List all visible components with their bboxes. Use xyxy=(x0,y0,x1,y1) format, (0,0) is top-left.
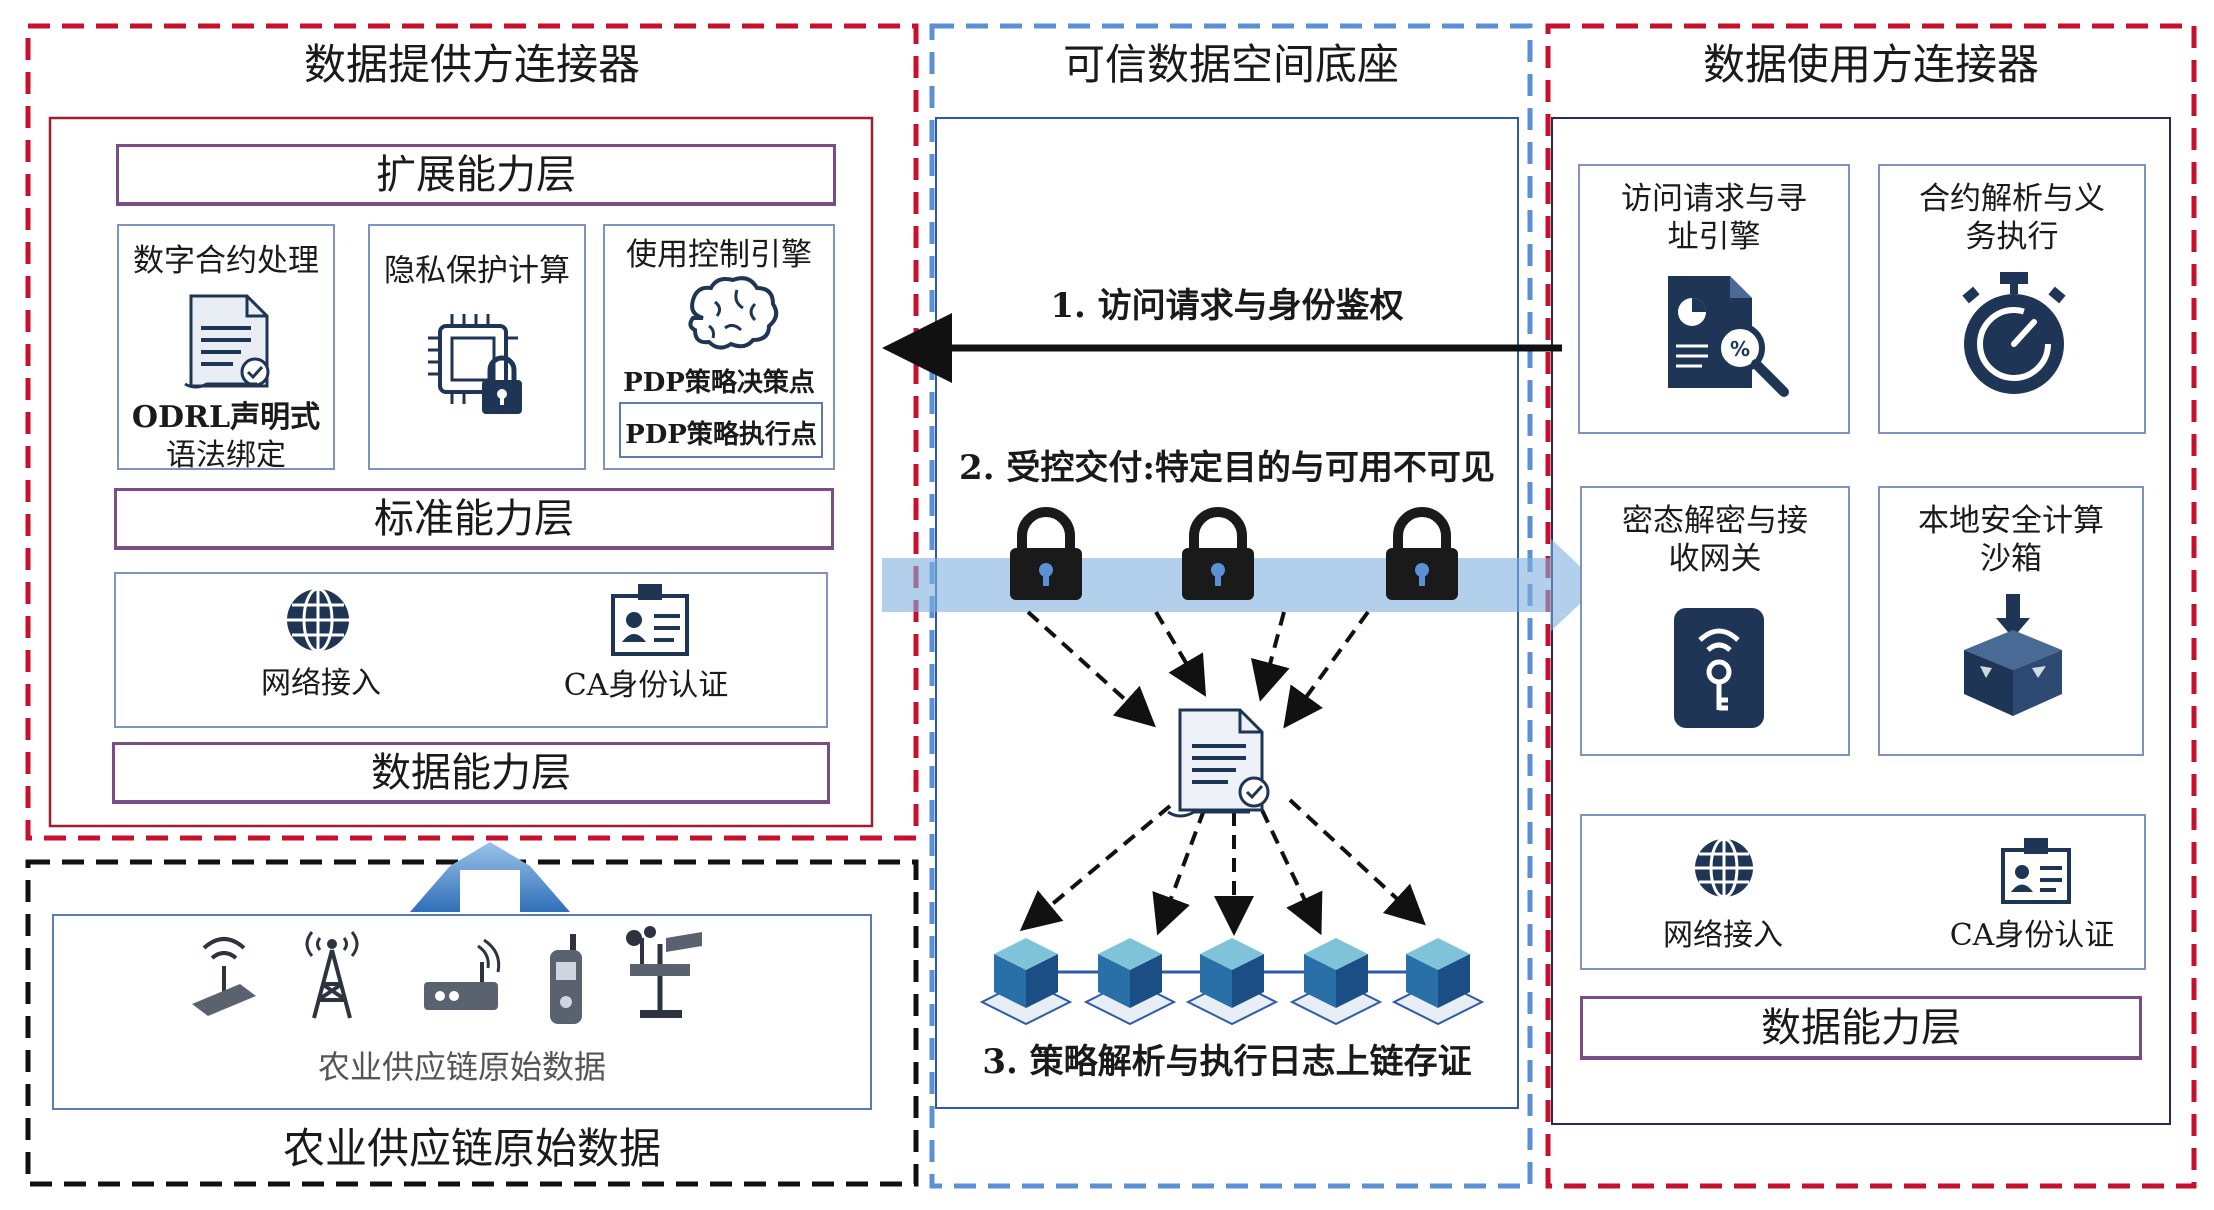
pep-subbox: PDP策略执行点 xyxy=(619,402,823,458)
card-title-2: 址引擎 xyxy=(1667,219,1761,255)
extension-layer-label: 扩展能力层 xyxy=(376,152,576,198)
center-inner-frame xyxy=(935,117,1519,1109)
chip-lock-icon xyxy=(428,314,522,414)
local-sandbox-card[interactable]: 本地安全计算 沙箱 xyxy=(1878,486,2144,756)
contract-document-icon xyxy=(184,294,270,389)
consumer-data-layer-label: 数据能力层 xyxy=(1761,1005,1961,1051)
id-badge-icon[interactable] xyxy=(2000,836,2072,904)
access-request-engine-card[interactable]: 访问请求与寻 址引擎 % xyxy=(1578,164,1850,434)
step1-label: 1. 访问请求与身份鉴权 xyxy=(1050,286,1404,326)
card-title: 本地安全计算 xyxy=(1918,503,2104,539)
card-title: 密态解密与接 xyxy=(1622,503,1808,539)
pdp-enforcement-label: PDP策略执行点 xyxy=(625,420,817,450)
odrl-caption: ODRL声明式 xyxy=(131,400,321,435)
network-access-label: 网络接入 xyxy=(1663,918,1783,953)
globe-icon[interactable] xyxy=(284,586,352,654)
globe-icon[interactable] xyxy=(1692,836,1756,900)
blockchain-block-icon xyxy=(979,938,1073,1026)
wireless-key-icon xyxy=(1674,608,1764,728)
document-to-blocks-arrows xyxy=(1019,798,1426,936)
contract-execution-card[interactable]: 合约解析与义 务执行 xyxy=(1878,164,2146,434)
policy-document-icon xyxy=(1167,708,1270,818)
odrl-caption-2: 语法绑定 xyxy=(166,438,286,473)
provider-title: 数据提供方连接器 xyxy=(303,40,640,89)
contract-processing-card[interactable]: 数字合约处理 ODRL声明式 语法绑定 xyxy=(117,224,335,473)
lock-icon-2 xyxy=(1182,507,1254,600)
network-access-label: 网络接入 xyxy=(261,666,381,701)
wifi-router-icon xyxy=(192,937,256,1016)
step3-label: 3. 策略解析与执行日志上链存证 xyxy=(982,1042,1472,1082)
lock-icon-3 xyxy=(1386,507,1458,600)
raw-data-box: 农业供应链原始数据 xyxy=(52,914,872,1110)
stopwatch-icon xyxy=(1962,272,2066,394)
brain-icon xyxy=(688,276,779,350)
svg-text:%: % xyxy=(1730,337,1750,361)
consumer-standard-box: 网络接入 CA身份认证 xyxy=(1580,814,2146,970)
sandbox-box-icon xyxy=(1964,594,2062,716)
provider-data-layer-bar: 数据能力层 xyxy=(112,742,830,804)
raw-data-title: 农业供应链原始数据 xyxy=(282,1124,661,1173)
provider-standard-box: 网络接入 CA身份认证 xyxy=(114,572,828,728)
consumer-data-layer-bar: 数据能力层 xyxy=(1580,996,2142,1060)
card-title: 访问请求与寻 xyxy=(1621,181,1807,217)
locks-to-document-arrows xyxy=(1026,610,1370,729)
card-title: 使用控制引擎 xyxy=(626,237,812,273)
consumer-title: 数据使用方连接器 xyxy=(1702,40,2039,89)
blockchain-block-icon xyxy=(1083,938,1177,1026)
weather-station-icon xyxy=(626,926,702,1018)
ca-auth-label: CA身份认证 xyxy=(1949,918,2115,953)
blockchain-block-icon xyxy=(1289,938,1383,1026)
decryption-gateway-card[interactable]: 密态解密与接 收网关 xyxy=(1580,486,1850,756)
card-title-2: 收网关 xyxy=(1668,541,1762,577)
handheld-radio-icon xyxy=(550,934,582,1024)
card-title-2: 沙箱 xyxy=(1980,541,2042,577)
card-title: 合约解析与义 xyxy=(1919,181,2105,217)
id-badge-icon[interactable] xyxy=(610,580,690,660)
provider-frame xyxy=(25,23,919,841)
standard-layer-label: 标准能力层 xyxy=(374,496,574,542)
provider-inner-frame xyxy=(48,116,874,828)
upload-arrow xyxy=(410,842,570,912)
signal-tower-icon xyxy=(305,931,359,1019)
card-title-2: 务执行 xyxy=(1965,219,2059,255)
ca-auth-label: CA身份认证 xyxy=(563,668,729,703)
report-search-icon: % xyxy=(1668,276,1789,397)
extension-layer-bar: 扩展能力层 xyxy=(116,144,836,206)
pdp-decision-label: PDP策略决策点 xyxy=(623,368,815,398)
center-title: 可信数据空间底座 xyxy=(1062,40,1399,89)
modem-icon xyxy=(424,938,501,1010)
raw-inner-label: 农业供应链原始数据 xyxy=(317,1048,606,1086)
step2-label: 2. 受控交付:特定目的与可用不可见 xyxy=(959,448,1495,488)
provider-data-layer-label: 数据能力层 xyxy=(371,750,571,796)
lock-icon-1 xyxy=(1010,507,1082,600)
card-title: 数字合约处理 xyxy=(133,243,319,279)
blockchain-block-icon xyxy=(1185,938,1279,1026)
standard-layer-bar: 标准能力层 xyxy=(114,488,834,550)
card-title: 隐私保护计算 xyxy=(384,253,570,289)
usage-control-engine-card[interactable]: 使用控制引擎 PDP策略决策点 PDP策略执行点 xyxy=(603,224,835,470)
privacy-computing-card[interactable]: 隐私保护计算 xyxy=(368,224,586,470)
blockchain-block-icon xyxy=(1391,938,1485,1026)
